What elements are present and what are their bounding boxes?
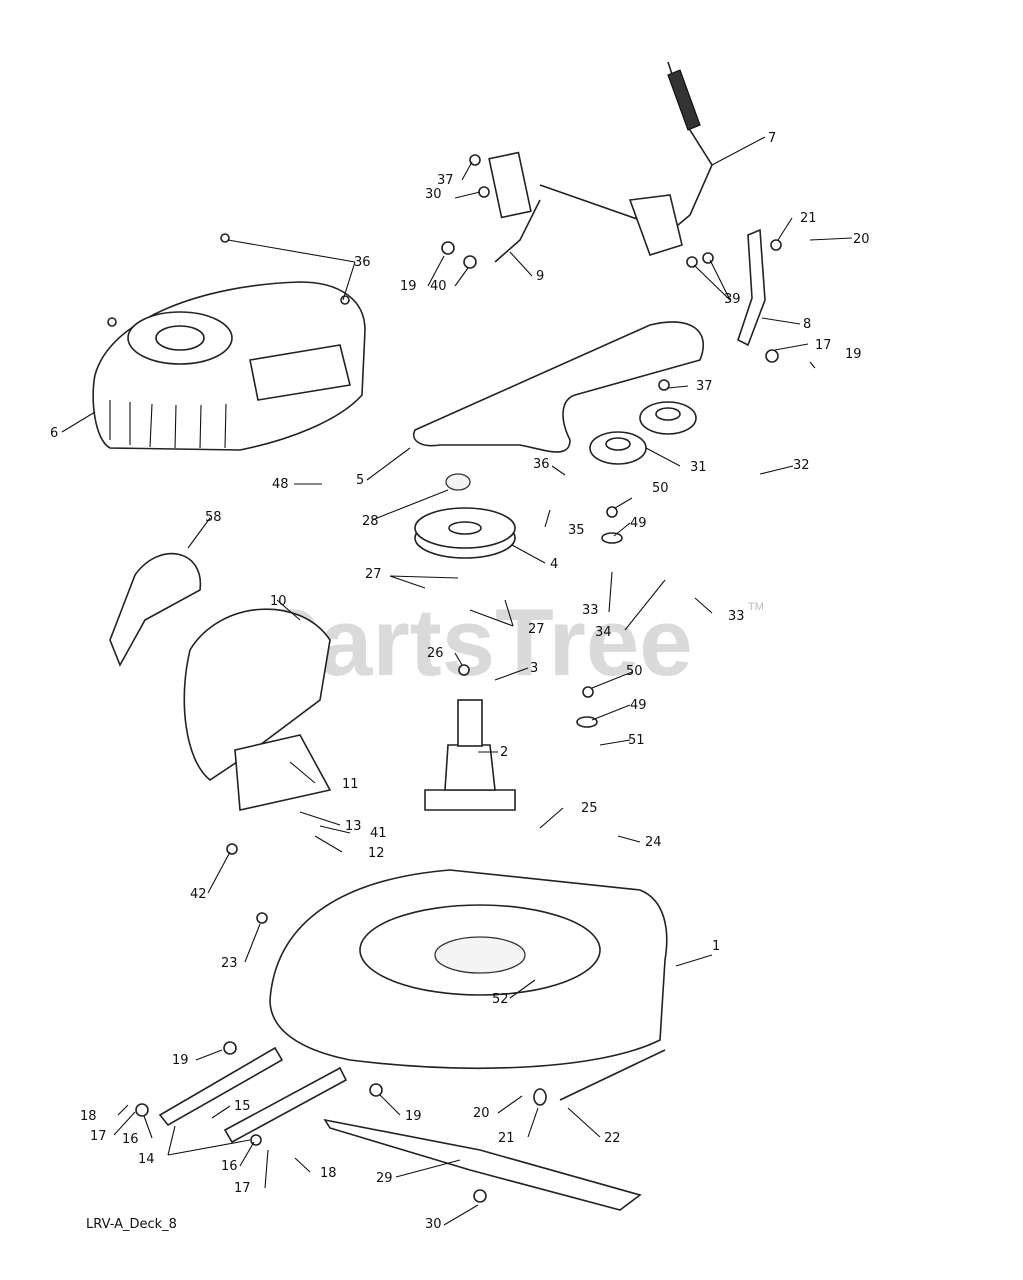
callout-7: 7 (768, 131, 776, 146)
callout-20b: 20 (473, 1106, 490, 1121)
callout-30b: 30 (425, 1217, 442, 1232)
callout-17b: 17 (234, 1181, 251, 1196)
callout-39: 39 (724, 292, 741, 307)
hardware-fasteners (107, 154, 782, 1203)
callout-32: 32 (793, 458, 810, 473)
callout-12: 12 (368, 846, 385, 861)
part-belt-cover (92, 281, 366, 451)
part-lift-arm-2 (223, 1066, 348, 1144)
callout-22: 22 (604, 1131, 621, 1146)
callout-17a: 17 (90, 1129, 107, 1144)
callout-33b: 33 (728, 609, 745, 624)
callout-14: 14 (138, 1152, 155, 1167)
callout-17c: 17 (815, 338, 832, 353)
callout-31: 31 (690, 460, 707, 475)
callout-27b: 27 (528, 622, 545, 637)
part-chute-deflector (234, 734, 332, 811)
callout-50a: 50 (652, 481, 669, 496)
callout-50b: 50 (626, 664, 643, 679)
callout-36b: 36 (533, 457, 550, 472)
leader-lines (61, 136, 853, 1226)
callout-23: 23 (221, 956, 238, 971)
callout-13: 13 (345, 819, 362, 834)
callout-49a: 49 (630, 516, 647, 531)
callout-19d: 19 (845, 347, 862, 362)
part-idler-pulleys (589, 401, 697, 465)
diagram-id: LRV-A_Deck_8 (86, 1217, 177, 1232)
part-mower-deck (269, 869, 668, 1069)
callout-6: 6 (50, 426, 58, 441)
part-belt (413, 321, 705, 453)
callout-33a: 33 (582, 603, 599, 618)
callout-9: 9 (536, 269, 544, 284)
callout-30a: 30 (425, 187, 442, 202)
callout-21a: 21 (800, 211, 817, 226)
part-spindle (424, 699, 516, 811)
callout-19b: 19 (172, 1053, 189, 1068)
callout-37b: 37 (696, 379, 713, 394)
part-discharge-chute (183, 608, 331, 781)
callout-34: 34 (595, 625, 612, 640)
callout-5: 5 (356, 473, 364, 488)
callout-52: 52 (492, 992, 509, 1007)
callout-29: 29 (376, 1171, 393, 1186)
callout-26: 26 (427, 646, 444, 661)
callout-18a: 18 (80, 1109, 97, 1124)
callout-1: 1 (712, 939, 720, 954)
callout-25: 25 (581, 801, 598, 816)
callout-18b: 18 (320, 1166, 337, 1181)
callout-49b: 49 (630, 698, 647, 713)
callout-35: 35 (568, 523, 585, 538)
part-link-rod (494, 199, 541, 263)
callout-15: 15 (234, 1099, 251, 1114)
callout-58: 58 (205, 510, 222, 525)
callout-20a: 20 (853, 232, 870, 247)
callout-42: 42 (190, 887, 207, 902)
callout-4: 4 (550, 557, 558, 572)
callout-51: 51 (628, 733, 645, 748)
callout-24: 24 (645, 835, 662, 850)
callout-19c: 19 (405, 1109, 422, 1124)
callout-36a: 36 (354, 255, 371, 270)
callout-19a: 19 (400, 279, 417, 294)
callout-40: 40 (430, 279, 447, 294)
part-lift-arm (158, 1046, 284, 1127)
part-lift-handle (488, 61, 713, 256)
callout-16a: 16 (122, 1132, 139, 1147)
callout-21b: 21 (498, 1131, 515, 1146)
callout-10: 10 (270, 594, 287, 609)
callout-16b: 16 (221, 1159, 238, 1174)
part-link-bracket (737, 228, 766, 347)
callout-2: 2 (500, 745, 508, 760)
callout-11: 11 (342, 777, 359, 792)
callout-41: 41 (370, 826, 387, 841)
part-blade (323, 1118, 642, 1211)
part-pulley (414, 473, 516, 559)
callout-28: 28 (362, 514, 379, 529)
part-rod (559, 1049, 666, 1101)
watermark-tm: TM (748, 601, 764, 613)
callout-3: 3 (530, 661, 538, 676)
callout-48: 48 (272, 477, 289, 492)
callout-27a: 27 (365, 567, 382, 582)
callout-8: 8 (803, 317, 811, 332)
callout-labels: 1 2 3 4 5 6 7 8 9 10 11 12 13 14 15 16 1… (50, 131, 870, 1232)
part-side-guard (109, 552, 202, 667)
callout-37a: 37 (437, 173, 454, 188)
